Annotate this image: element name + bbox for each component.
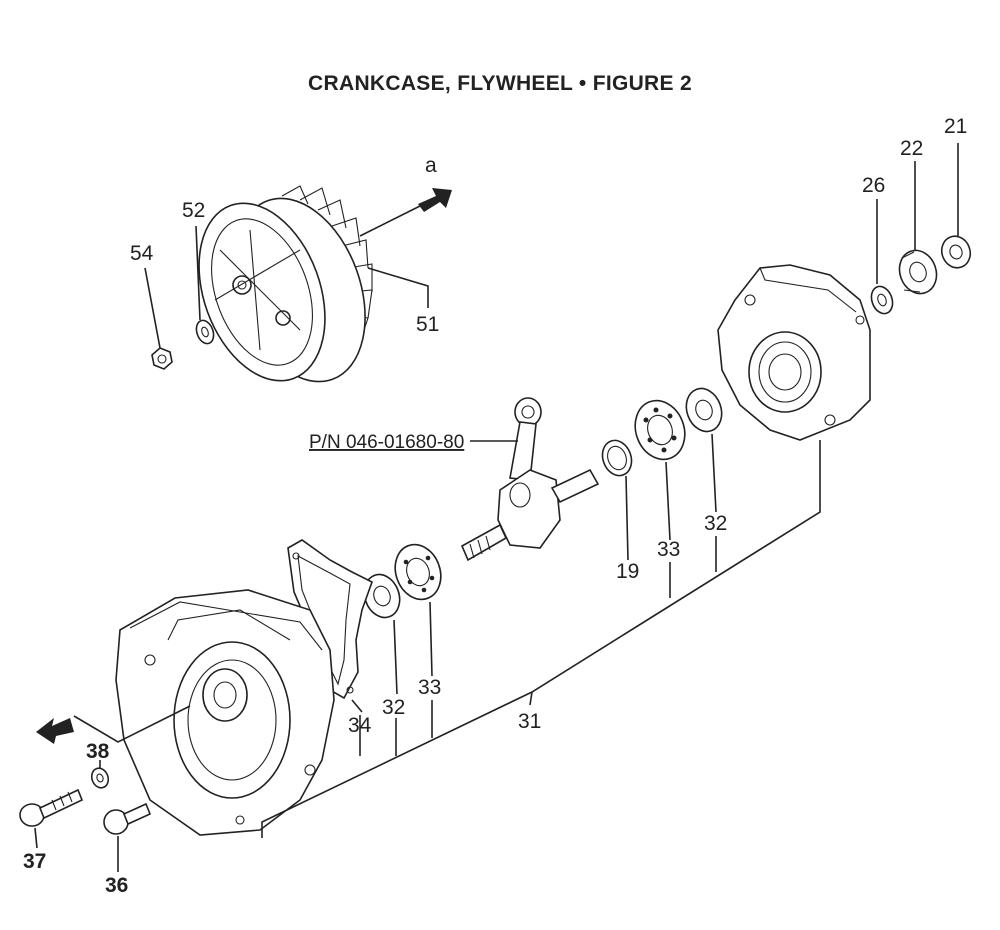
callout-51: 51 — [416, 313, 439, 336]
bolt-37 — [19, 788, 84, 827]
view-arrow-bottom — [36, 705, 191, 744]
callout-labels: 21 22 26 52 54 51 P/N 046-01680-80 a 19 … — [23, 115, 967, 897]
figure-title: CRANKCASE, FLYWHEEL • FIGURE 2 — [308, 72, 692, 95]
callout-38: 38 — [86, 740, 110, 763]
bearing-33-upper — [634, 399, 686, 461]
leader-lines — [34, 143, 959, 872]
nut-21 — [940, 235, 972, 269]
callout-54: 54 — [130, 242, 154, 265]
callout-22: 22 — [900, 137, 923, 160]
part-number-callout: P/N 046-01680-80 — [309, 432, 464, 453]
bolt-36 — [103, 802, 152, 835]
callout-33-lower: 33 — [418, 676, 441, 699]
callout-32-lower: 32 — [382, 696, 405, 719]
callout-37: 37 — [23, 850, 46, 873]
crankcase-right-half — [717, 264, 871, 441]
crankshaft-connecting-rod — [460, 397, 600, 562]
washer-52 — [195, 319, 215, 345]
view-arrow-a — [359, 188, 452, 237]
seal-22 — [898, 249, 938, 295]
washer-38 — [90, 767, 110, 789]
callout-19: 19 — [616, 560, 639, 583]
ring-19 — [601, 439, 633, 477]
washer-26 — [870, 285, 894, 315]
callout-26: 26 — [862, 174, 885, 197]
callout-21: 21 — [944, 115, 967, 138]
callout-31: 31 — [518, 710, 541, 733]
callout-33-upper: 33 — [657, 538, 680, 561]
bearing-33-lower — [394, 543, 442, 601]
callout-36: 36 — [105, 874, 128, 897]
callout-32-upper: 32 — [704, 512, 727, 535]
callout-34: 34 — [348, 714, 372, 737]
callout-52: 52 — [182, 199, 205, 222]
nut-54 — [151, 347, 173, 370]
bearing-32-upper — [685, 387, 723, 433]
crankcase-left-half — [115, 589, 335, 836]
flywheel — [198, 185, 373, 383]
bearing-32-lower — [363, 573, 401, 619]
view-arrow-a-label: a — [425, 154, 437, 177]
